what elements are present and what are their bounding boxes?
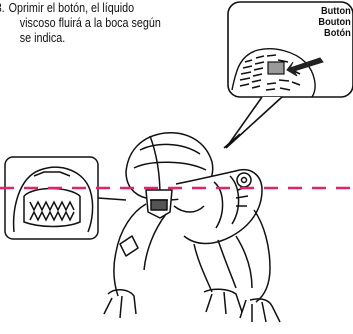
button-label-group: Button Bouton Botón <box>319 6 351 39</box>
mouth-closeup-icon <box>5 157 126 239</box>
robot-figure-icon <box>104 133 280 322</box>
button-label-es: Botón <box>319 28 351 39</box>
